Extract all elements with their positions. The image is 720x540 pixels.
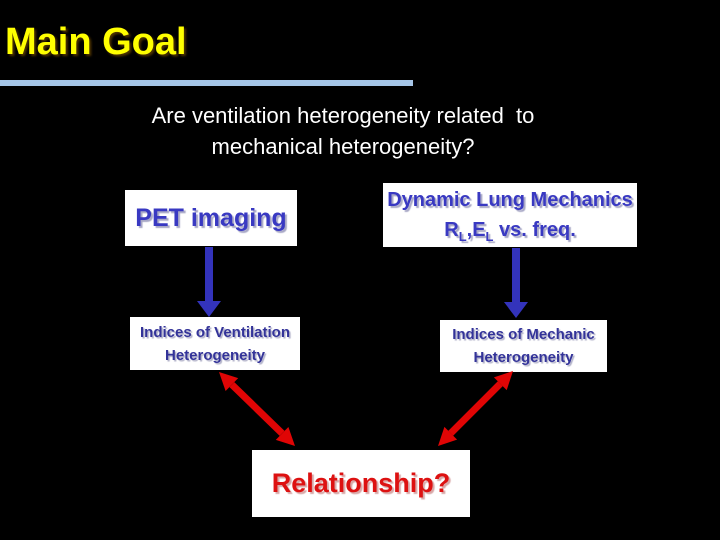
dynamic-r-symbol: R <box>444 219 459 241</box>
dynamic-r-subscript: L <box>458 229 467 244</box>
dynamic-vs-freq: vs. freq. <box>493 219 576 241</box>
dynamic-e-symbol: ,E <box>466 219 486 241</box>
blue-arrow-down-right <box>504 248 528 318</box>
pet-imaging-label: PET imaging <box>135 203 287 232</box>
pet-imaging-box: PET imaging <box>125 190 297 246</box>
blue-arrowhead-left <box>197 301 221 317</box>
dynamic-line-1: Dynamic Lung Mechanics <box>387 189 633 211</box>
blue-arrow-down-left <box>197 247 221 317</box>
dynamic-e-subscript: L <box>485 229 494 244</box>
red-arrowhead-right-top <box>493 371 513 391</box>
title-underline <box>0 80 413 86</box>
red-arrowhead-right-bottom <box>438 426 458 446</box>
question-text: Are ventilation heterogeneity related to… <box>63 100 623 162</box>
indices-mechanic-line-1: Indices of Mechanic <box>452 326 595 343</box>
indices-mechanic-line-2: Heterogeneity <box>473 349 574 366</box>
blue-arrowhead-right <box>504 302 528 318</box>
red-double-arrow-right <box>438 371 513 446</box>
relationship-label: Relationship? <box>271 468 451 498</box>
indices-ventilation-line-1: Indices of Ventilation <box>139 323 291 341</box>
dynamic-line-2: RL,EL vs. freq. <box>444 215 576 245</box>
indices-ventilation-line-2: Heterogeneity <box>164 346 266 364</box>
relationship-box: Relationship? <box>252 450 470 517</box>
question-line-1: Are ventilation heterogeneity related to <box>151 103 535 128</box>
indices-ventilation-box: Indices of Ventilation Heterogeneity <box>130 317 300 370</box>
red-arrowhead-left-bottom <box>275 427 295 446</box>
question-line-2: mechanical heterogeneity? <box>211 134 475 159</box>
red-arrowhead-left-top <box>219 372 239 391</box>
slide-title: Main Goal <box>5 21 187 63</box>
red-double-arrow-left <box>219 372 295 446</box>
indices-mechanic-box: Indices of Mechanic Heterogeneity <box>440 320 607 372</box>
dynamic-lung-mechanics-box: Dynamic Lung Mechanics RL,EL vs. freq. <box>383 183 637 247</box>
